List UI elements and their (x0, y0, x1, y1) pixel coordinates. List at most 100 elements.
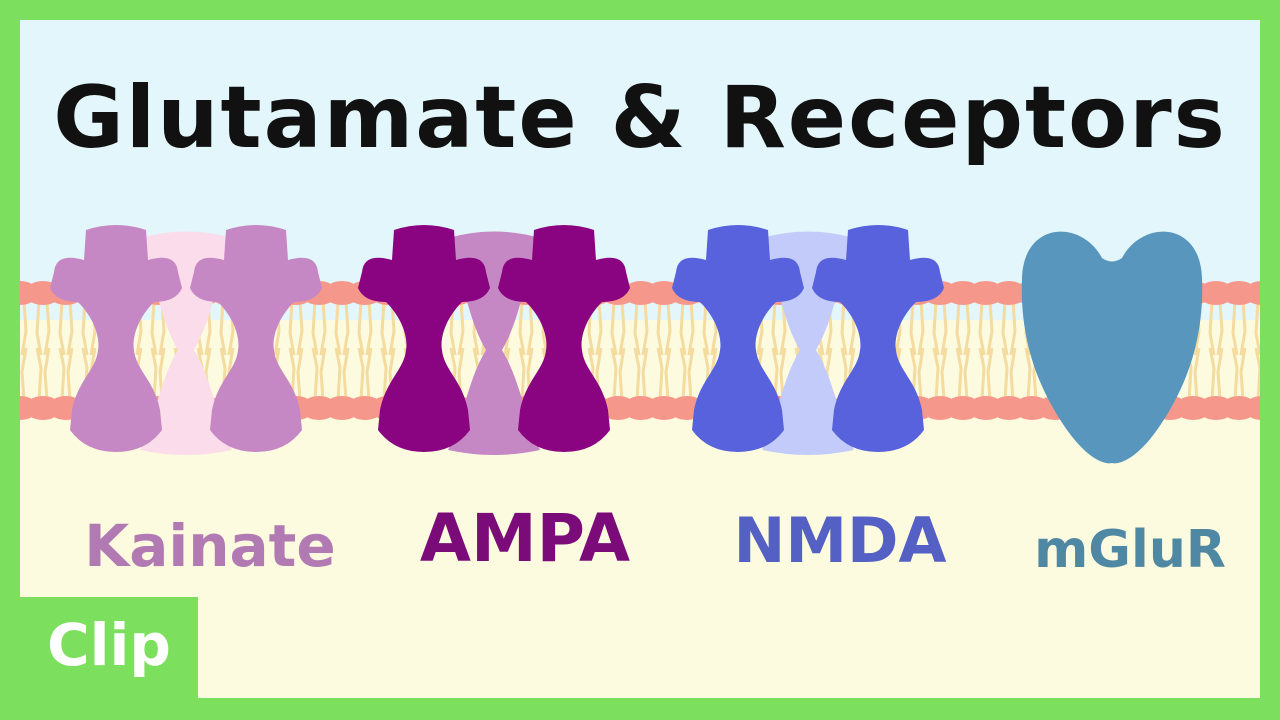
lipid-tail (357, 347, 365, 401)
lipid-tail (66, 300, 74, 356)
lipid-tail (618, 300, 626, 356)
mglur-label: mGluR (1034, 520, 1226, 580)
lipid-tail (779, 300, 787, 356)
lipid-tail (20, 347, 28, 401)
kainate-label: Kainate (84, 512, 336, 580)
lipid-tail (296, 300, 304, 356)
lipid-tail (840, 300, 848, 356)
lipid-tail (978, 300, 986, 356)
lipid-tail (319, 300, 327, 356)
lipid-tail (679, 300, 687, 356)
lipid-tail (963, 300, 971, 356)
lipid-tail (1216, 300, 1224, 356)
lipid-tail (66, 347, 74, 401)
lipid-tail (687, 347, 695, 401)
lipid-tail (641, 300, 649, 356)
lipid-tail (664, 347, 672, 401)
lipid-tail (342, 300, 350, 356)
lipid-tail (35, 300, 43, 356)
lipid-tail (595, 300, 603, 356)
lipid-tail (58, 300, 66, 356)
left-subunit (358, 225, 490, 452)
lipid-tail (702, 300, 710, 356)
lipid-tail (771, 347, 779, 401)
lipid-tail (940, 300, 948, 356)
lipid-tail (917, 347, 925, 401)
lipid-tail (986, 347, 994, 401)
lipid-tail (365, 300, 373, 356)
lipid-tail (311, 347, 319, 401)
lipid-tail (1208, 300, 1216, 356)
lipid-tail (1231, 300, 1239, 356)
lipid-tail (641, 347, 649, 401)
lipid-tail (380, 300, 388, 356)
lipid-tail (1216, 347, 1224, 401)
lipid-tail (1193, 347, 1201, 401)
lipid-tail (518, 300, 526, 356)
lipid-tail (311, 300, 319, 356)
lipid-tail (1231, 347, 1239, 401)
lipid-head (1244, 396, 1260, 420)
lipid-tail (43, 347, 51, 401)
lipid-tail (334, 347, 342, 401)
lipid-tail (633, 347, 641, 401)
right-subunit (498, 225, 630, 452)
clip-badge-text: Clip (47, 611, 171, 679)
lipid-tail (342, 347, 350, 401)
lipid-tail (518, 347, 526, 401)
lipid-tail (357, 300, 365, 356)
lipid-tail (296, 347, 304, 401)
ampa-receptor (358, 225, 630, 455)
lipid-tail (1001, 300, 1009, 356)
left-subunit (672, 225, 804, 452)
lipid-tail (58, 347, 66, 401)
kainate-receptor (50, 225, 322, 455)
lipid-tail (679, 347, 687, 401)
lipid-tail (1001, 347, 1009, 401)
lipid-tail (150, 347, 158, 401)
thumbnail-canvas: Glutamate & Receptors Kainate AMPA NMDA … (20, 20, 1260, 698)
lipid-tail (1009, 300, 1017, 356)
nmda-receptor (672, 225, 944, 455)
lipid-tail (932, 347, 940, 401)
lipid-tail (1009, 347, 1017, 401)
lipid-tail (1254, 347, 1260, 401)
membrane-diagram (20, 225, 1260, 464)
lipid-tail (932, 300, 940, 356)
lipid-tail (219, 300, 227, 356)
lipid-tail (334, 300, 342, 356)
nmda-label: NMDA (733, 504, 947, 577)
lipid-tail (664, 300, 672, 356)
lipid-tail (43, 300, 51, 356)
lipid-tail (1208, 347, 1216, 401)
lipid-tail (35, 347, 43, 401)
lipid-tail (633, 300, 641, 356)
right-subunit (190, 225, 322, 452)
lipid-tail (610, 347, 618, 401)
lipid-tail (687, 300, 695, 356)
lipid-tail (81, 300, 89, 356)
ampa-label: AMPA (419, 500, 631, 577)
lipid-tail (955, 300, 963, 356)
lipid-tail (365, 347, 373, 401)
lipid-tail (610, 300, 618, 356)
lipid-tail (978, 347, 986, 401)
page-title: Glutamate & Receptors (53, 68, 1227, 168)
lipid-tail (20, 300, 28, 356)
left-subunit (50, 225, 182, 452)
lipid-tail (656, 300, 664, 356)
mglur-body (1021, 231, 1203, 464)
lipid-tail (618, 347, 626, 401)
clip-badge: Clip (20, 597, 198, 698)
lipid-head (1244, 281, 1260, 305)
lipid-tail (288, 300, 296, 356)
lipid-tail (955, 347, 963, 401)
lipid-tail (1024, 347, 1032, 401)
lipid-tail (319, 347, 327, 401)
lipid-tail (1239, 300, 1247, 356)
lipid-tail (1239, 347, 1247, 401)
lipid-tail (917, 300, 925, 356)
lipid-tail (150, 300, 158, 356)
lipid-tail (909, 300, 917, 356)
mglur-receptor (1021, 231, 1203, 464)
